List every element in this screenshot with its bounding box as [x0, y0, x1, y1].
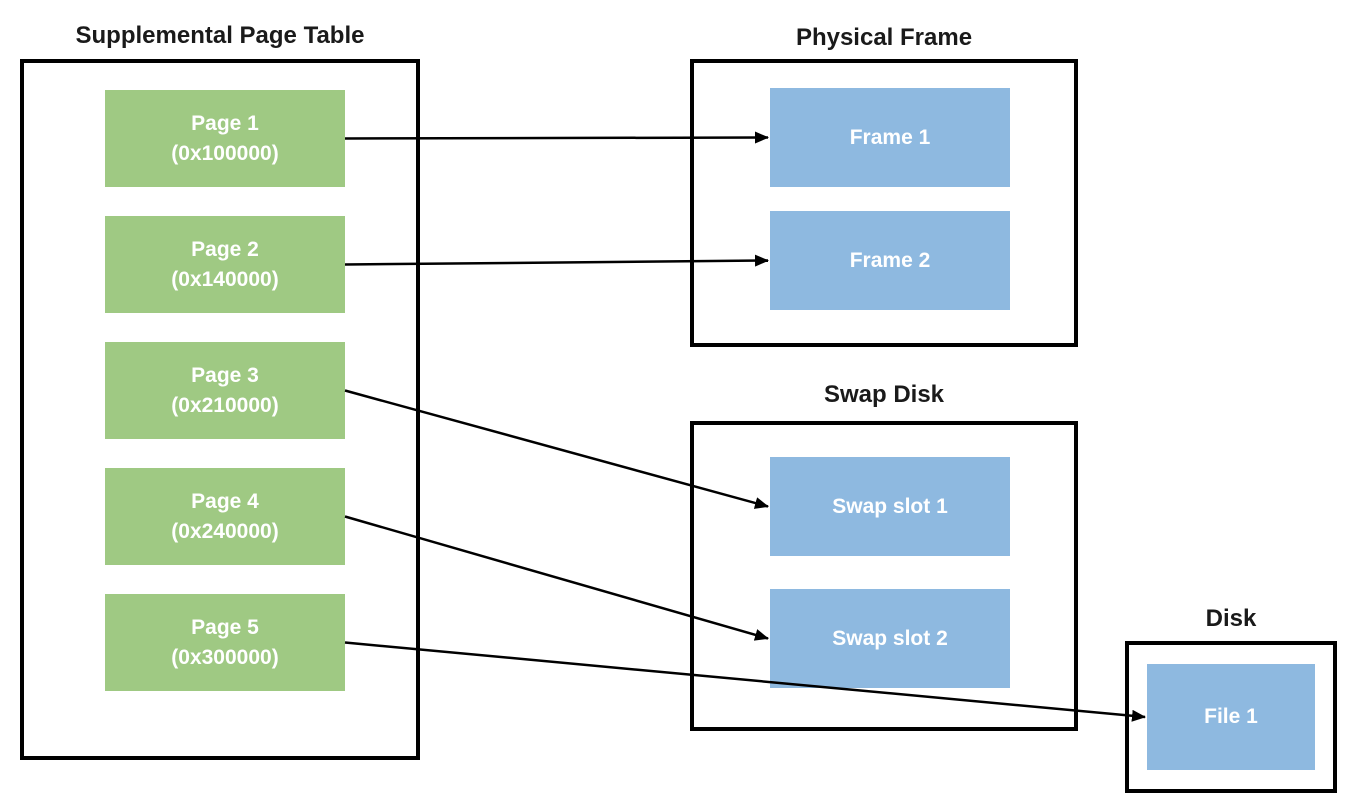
frame-label: Frame 1	[849, 125, 931, 149]
physical-frame-title: Physical Frame	[795, 24, 973, 51]
page-label: Page 3	[191, 363, 259, 387]
page-table-title: Supplemental Page Table	[75, 22, 365, 49]
physical-frame-container	[690, 59, 1078, 347]
page-label: Page 2	[191, 237, 259, 261]
swap-disk-title: Swap Disk	[823, 381, 945, 408]
page-address: (0x140000)	[171, 267, 279, 291]
page-address: (0x240000)	[171, 519, 279, 543]
page-box-4: Page 4 (0x240000)	[105, 468, 345, 565]
frame-box-1: Frame 1	[770, 88, 1010, 187]
frame-label: Frame 2	[849, 248, 931, 272]
page-address: (0x210000)	[171, 393, 279, 417]
file-label: File 1	[1204, 705, 1258, 728]
swap-slot-label: Swap slot 2	[832, 626, 948, 650]
page-label: Page 5	[191, 615, 259, 639]
frame-box-2: Frame 2	[770, 211, 1010, 310]
page-box-5: Page 5 (0x300000)	[105, 594, 345, 691]
swap-box-1: Swap slot 1	[770, 457, 1010, 556]
disk-title: Disk	[1205, 605, 1257, 632]
file-box-1: File 1	[1147, 664, 1315, 770]
page-label: Page 4	[191, 489, 259, 513]
page-address: (0x300000)	[171, 645, 279, 669]
page-box-3: Page 3 (0x210000)	[105, 342, 345, 439]
page-box-2: Page 2 (0x140000)	[105, 216, 345, 313]
swap-box-2: Swap slot 2	[770, 589, 1010, 688]
page-box-1: Page 1 (0x100000)	[105, 90, 345, 187]
page-address: (0x100000)	[171, 141, 279, 165]
page-label: Page 1	[191, 111, 259, 135]
swap-slot-label: Swap slot 1	[832, 494, 948, 518]
